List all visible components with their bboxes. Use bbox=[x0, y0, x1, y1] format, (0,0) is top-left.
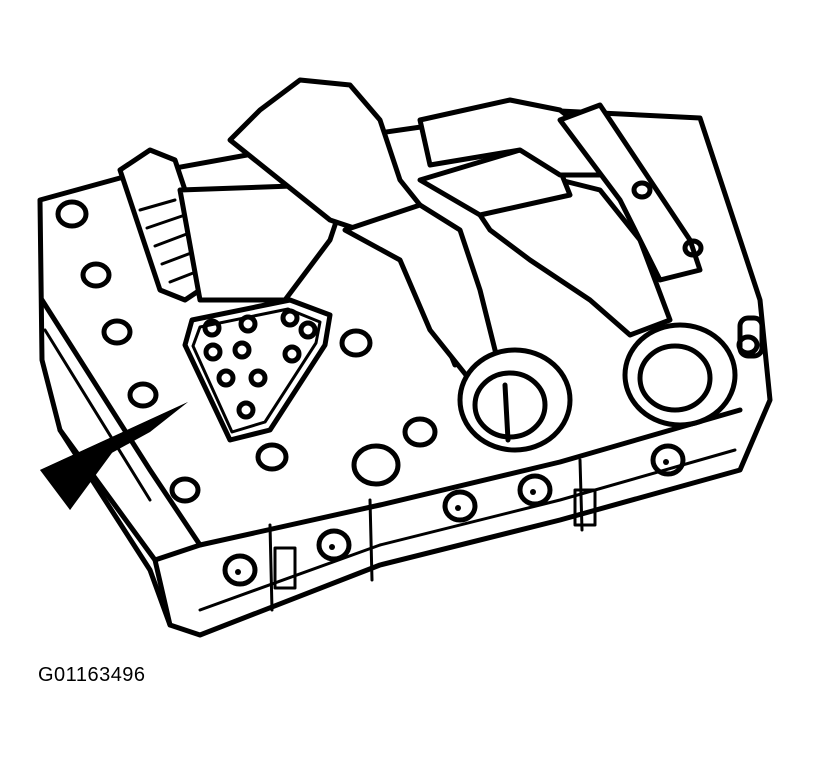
separator-plate bbox=[182, 297, 333, 443]
pointer-arrow bbox=[40, 402, 188, 510]
figure-caption-code: G01163496 bbox=[38, 664, 146, 686]
valve-bores bbox=[227, 77, 765, 453]
front-port-holes bbox=[222, 416, 686, 590]
spring-assembly bbox=[117, 147, 343, 303]
